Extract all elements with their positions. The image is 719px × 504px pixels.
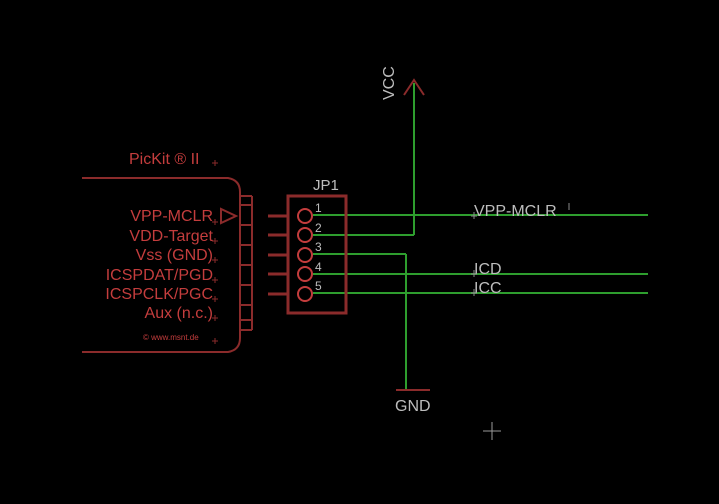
header-pin-3[interactable]: [297, 247, 313, 263]
connector-pin-ladder: [240, 195, 253, 331]
net-label-icd: ICD: [474, 261, 502, 278]
net-label-anchors: [471, 203, 570, 296]
gnd-label: GND: [395, 398, 431, 415]
header-pin-2[interactable]: [297, 227, 313, 243]
wires: [313, 83, 648, 390]
connector-pin-label: VPP-MCLR: [130, 208, 213, 225]
pin-number-1: 1: [315, 201, 322, 215]
net-label-vpp-mclr: VPP-MCLR: [474, 203, 557, 220]
vpp-direction-icon: [220, 207, 239, 225]
connector-pin-label: Vss (GND): [136, 247, 213, 264]
connector-label-anchors: [212, 160, 218, 344]
pin-number-4: 4: [315, 260, 322, 274]
header-pin-circles: [297, 208, 313, 302]
header-pin-4[interactable]: [297, 266, 313, 282]
header-name: JP1: [313, 177, 339, 194]
connector-outline: [82, 177, 241, 353]
vcc-label: VCC: [381, 66, 398, 100]
pin-number-2: 2: [315, 221, 322, 235]
header-pin-1[interactable]: [297, 208, 313, 224]
crosshair-cursor-icon: [483, 422, 501, 440]
pin-number-3: 3: [315, 240, 322, 254]
net-label-icc: ICC: [474, 280, 502, 297]
header-pin-5[interactable]: [297, 286, 313, 302]
connector-stubs: [268, 214, 288, 296]
connector-pin-label: Aux (n.c.): [145, 305, 213, 322]
pin-number-5: 5: [315, 279, 322, 293]
connector-pin-label: ICSPDAT/PGD: [106, 267, 213, 284]
connector-pin-label: VDD-Target: [129, 228, 213, 245]
vcc-arrow-icon: [403, 78, 425, 96]
connector-title: PicKit ® II: [129, 151, 199, 168]
connector-pin-label: ICSPCLK/PGC: [105, 286, 213, 303]
connector-credit: © www.msnt.de: [143, 333, 199, 342]
